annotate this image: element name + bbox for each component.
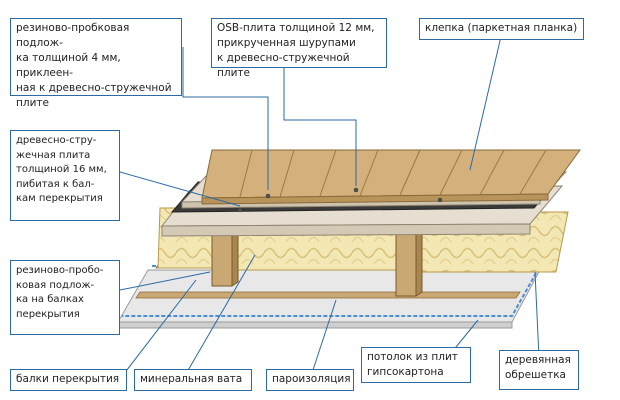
label-drywall-ceiling: потолок из плит гипсокартона	[361, 347, 471, 383]
label-chipboard: древесно-стру- жечная плита толщиной 16 …	[10, 130, 120, 221]
parquet-plank-joints	[239, 149, 547, 198]
screws	[237, 187, 443, 213]
label-floor-beams: балки перекрытия	[10, 369, 127, 391]
label-cork-underlay-on-beams: резиново-пробо- ковая подлож- ка на балк…	[10, 260, 120, 335]
drywall-ceiling-edge	[117, 321, 513, 329]
label-osb-board: OSB-плита толщиной 12 мм, прикрученная ш…	[211, 18, 387, 79]
parquet-planks-surface	[201, 149, 581, 199]
label-mineral-wool: минеральная вата	[134, 369, 252, 391]
label-cork-underlay-on-chipboard: резиново-пробковая подлож- ка толщиной 4…	[10, 18, 182, 109]
label-parquet-plank: клепка (паркетная планка)	[419, 18, 584, 40]
chipboard-edge	[161, 223, 531, 237]
parquet-planks-edge	[201, 193, 549, 205]
label-wooden-lathing: деревянная обрешетка	[499, 350, 579, 390]
label-vapor-barrier: пароизоляция	[266, 369, 354, 391]
